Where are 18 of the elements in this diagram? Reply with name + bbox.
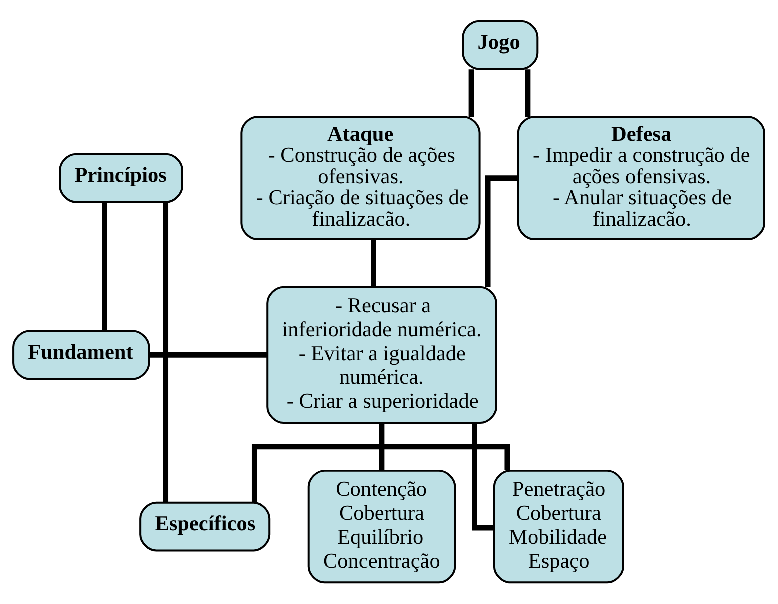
node-box: Fundament [12,330,150,380]
connector [468,70,474,117]
connector [371,240,376,288]
connector [102,202,108,331]
node-box: Princípios [59,153,184,204]
node-box: Específicos [140,502,271,552]
node-box: Ataque - Construção de ações ofensivas. - Criação de situações de finalizacão. [240,116,481,240]
connector [149,352,268,358]
node-box: Jogo [462,20,539,70]
node-box: Penetração Cobertura Mobilidade Espaço [493,470,624,584]
connector [525,70,531,117]
connector [163,202,169,503]
connector [379,424,385,471]
node-box: - Recusar a inferioridade numérica. - Evitar a igualdade numérica. - Criar a superioridade [266,286,498,424]
node-box: Defesa - Impedir a construção de ações ofensivas. - Anular situações de finalizacão. [517,116,766,240]
connector [485,176,518,288]
connector [472,423,494,531]
node-box: Contenção Cobertura Equilíbrio Concentração [308,470,456,584]
